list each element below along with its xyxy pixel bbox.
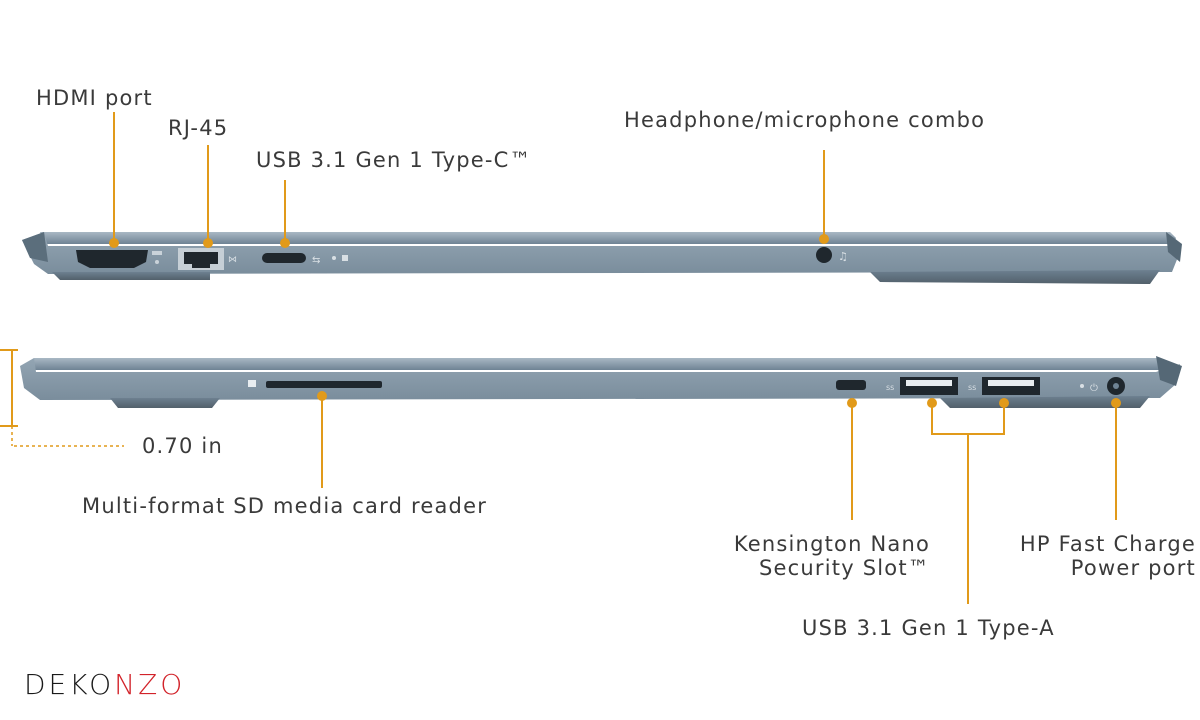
usb-c-mark — [342, 255, 348, 261]
usb-a-port-1-tongue — [906, 380, 952, 386]
left-side-view: ⋈ ⇆ ♫ — [22, 232, 1182, 284]
kensington-slot-graphic — [836, 380, 866, 390]
usb-c-icon: ⇆ — [312, 255, 320, 266]
thickness-dimension — [0, 349, 124, 447]
label-thickness: 0.70 in — [142, 434, 223, 458]
rj45-port-graphic — [184, 252, 218, 268]
dot-hdmi — [109, 238, 119, 248]
logo-prefix: DEKO — [24, 668, 115, 701]
power-icon: ⏻ — [1090, 383, 1098, 394]
right-foot-rear — [940, 396, 1150, 408]
sd-icon — [248, 380, 256, 387]
label-usb-a: USB 3.1 Gen 1 Type-A — [802, 616, 1055, 640]
hdmi-port-graphic — [76, 250, 148, 268]
left-lid-edge — [40, 232, 1176, 244]
right-base-body — [20, 358, 1180, 400]
dot-usb-a-1 — [927, 398, 937, 408]
left-front-end — [22, 232, 48, 262]
dot-headphone — [819, 234, 829, 244]
label-kensington-line1: Kensington Nano — [733, 532, 930, 556]
left-foot-rear — [870, 270, 1160, 284]
label-kensington-line2: Security Slot™ — [759, 556, 930, 580]
usb-a-port-2-tongue — [988, 380, 1034, 386]
right-side-view: ss ss ⏻ — [20, 356, 1182, 408]
left-hinge-end — [1166, 232, 1182, 262]
headphone-icon: ♫ — [838, 250, 848, 263]
power-led — [1080, 384, 1084, 388]
logo-accent: NZO — [114, 668, 186, 701]
dot-power — [1111, 398, 1121, 408]
usb-a-icon-1: ss — [886, 383, 894, 392]
right-foot-front — [110, 398, 220, 408]
label-sd-reader: Multi-format SD media card reader — [82, 494, 488, 518]
label-rj45: RJ-45 — [168, 116, 229, 140]
power-port-pin — [1113, 383, 1119, 389]
dekonzo-logo: DEKONZO — [24, 668, 185, 701]
usb-c-led — [332, 256, 336, 260]
callout-lines — [113, 112, 1117, 604]
dot-usb-c — [280, 238, 290, 248]
label-headphone: Headphone/microphone combo — [624, 108, 986, 132]
left-base-body — [22, 232, 1180, 274]
sd-slot-graphic — [266, 381, 382, 388]
dot-usb-a-2 — [999, 398, 1009, 408]
dot-sd — [317, 391, 327, 401]
headphone-jack-graphic — [816, 247, 832, 263]
label-power-line2: Power port — [1070, 556, 1196, 580]
label-power-line1: HP Fast Charge — [1019, 532, 1196, 556]
usb-c-port-graphic — [262, 253, 306, 263]
hdmi-port-mark — [152, 251, 162, 255]
left-foot-front — [52, 272, 210, 280]
dot-kensington — [847, 398, 857, 408]
label-usb-c: USB 3.1 Gen 1 Type-C™ — [256, 148, 532, 172]
rj45-icon: ⋈ — [228, 255, 237, 265]
callout-usb-a-bracket — [931, 404, 1005, 435]
right-hinge-end — [1156, 356, 1182, 386]
dot-rj45 — [203, 238, 213, 248]
label-hdmi: HDMI port — [36, 86, 153, 110]
callout-dots — [109, 234, 1121, 408]
right-lid-edge — [30, 358, 1168, 370]
hdmi-led — [155, 260, 159, 264]
usb-a-icon-2: ss — [968, 383, 976, 392]
